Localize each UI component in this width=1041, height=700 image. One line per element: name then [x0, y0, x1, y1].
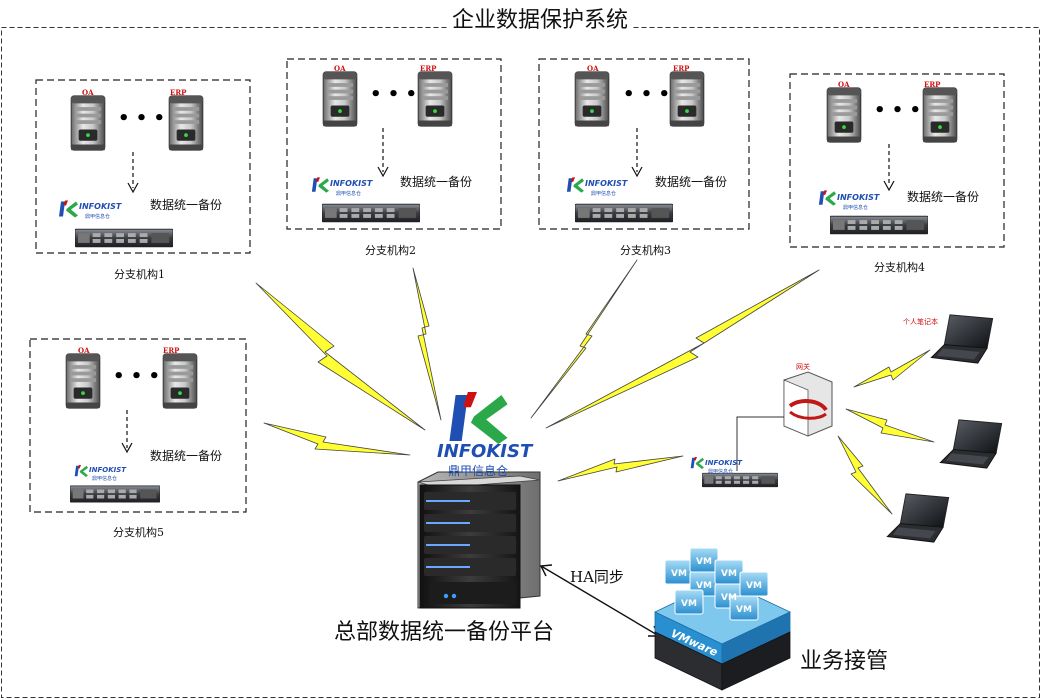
branch-4-ellipsis: • • •	[874, 100, 922, 121]
hq-brand-cn: 鼎甲信息仓	[448, 464, 509, 478]
branch-4-app-left: OA	[838, 80, 850, 89]
branch-1-ellipsis: • • •	[118, 108, 166, 129]
branch-4-app-right: ERP	[924, 80, 941, 89]
branch-2-brand-cn: 鼎甲信息仓	[336, 191, 362, 197]
lightning-links	[255, 259, 935, 515]
lightning-laptop-3	[837, 435, 893, 515]
branch-3-brand: INFOKIST	[585, 179, 628, 188]
lightning-branch-1	[255, 282, 426, 431]
vm-tile-label: VM	[696, 557, 712, 567]
hq-logo-icon	[449, 392, 508, 444]
branch-box-2	[286, 58, 502, 230]
hq-brand: INFOKIST	[437, 441, 533, 462]
branch-2-app-right: ERP	[420, 64, 437, 73]
lightning-branch-2	[412, 267, 442, 421]
remote-brand-cn: 鼎甲信息仓	[708, 469, 734, 475]
branch-5-app-left: OA	[78, 346, 90, 355]
branch-5-brand-cn: 鼎甲信息仓	[92, 476, 118, 482]
branch-3-brand-cn: 鼎甲信息仓	[591, 191, 617, 197]
laptop-icon-1	[930, 314, 994, 364]
gateway-link	[736, 416, 784, 471]
outer-border	[1, 27, 1040, 698]
vm-tile-label: VM	[746, 581, 762, 591]
ha-sync-label: HA同步	[570, 568, 624, 586]
branch-5-label: 分支机构5	[113, 526, 164, 539]
branch-5-app-right: ERP	[163, 346, 180, 355]
remote-brand: INFOKIST	[705, 459, 743, 467]
branch-2-app-left: OA	[334, 64, 346, 73]
branch-box-4	[789, 73, 1005, 248]
branch-1-backup-label: 数据统一备份	[150, 198, 223, 212]
lightning-laptop-1	[853, 349, 931, 388]
branch-3-backup-label: 数据统一备份	[655, 175, 728, 189]
branch-3-app-right: ERP	[673, 64, 690, 73]
gateway-label: 网关	[796, 363, 810, 371]
vm-tile-label: VM	[721, 569, 737, 579]
branch-2-brand: INFOKIST	[330, 179, 373, 188]
laptop-label: 个人笔记本	[903, 318, 938, 326]
vmware-stack-icon: VM VM VM VM VM VM VM VM VMware	[654, 547, 791, 691]
branch-box-3	[538, 58, 750, 230]
branch-5-ellipsis: • • •	[113, 366, 161, 387]
vm-tile-label: VM	[681, 599, 697, 609]
hq-label: 总部数据统一备份平台	[334, 620, 555, 645]
branch-4-label: 分支机构4	[874, 261, 925, 274]
branch-1-app-left: OA	[82, 88, 94, 97]
laptop-icon-2	[939, 419, 1003, 469]
lightning-laptop-2	[845, 408, 935, 443]
gateway-icon	[783, 371, 833, 437]
branch-5-brand: INFOKIST	[89, 466, 127, 474]
vm-tile-label: VM	[671, 569, 687, 579]
branch-2-label: 分支机构2	[365, 244, 416, 257]
branch-arrows	[121, 128, 895, 454]
branch-1-brand-cn: 鼎甲信息仓	[85, 214, 111, 220]
branch-2-backup-label: 数据统一备份	[400, 175, 473, 189]
vm-tile-label: VM	[736, 605, 752, 615]
branch-4-brand: INFOKIST	[837, 193, 880, 202]
lightning-branch-4	[545, 269, 820, 429]
lightning-branch-3	[530, 259, 638, 419]
branch-box-1	[35, 79, 251, 254]
vm-tile-label: VM	[696, 581, 712, 591]
branch-3-app-left: OA	[587, 64, 599, 73]
lightning-branch-5	[263, 422, 411, 456]
vm-tile-label: VM	[721, 593, 737, 603]
branch-2-ellipsis: • • •	[370, 84, 418, 105]
branch-1-label: 分支机构1	[114, 268, 165, 281]
branch-1-app-right: ERP	[170, 88, 187, 97]
hq-server-icon	[417, 471, 541, 609]
branch-4-brand-cn: 鼎甲信息仓	[843, 205, 869, 211]
remote-rack-server-icon	[702, 472, 778, 488]
branch-3-ellipsis: • • •	[623, 84, 671, 105]
branch-box-5	[29, 338, 247, 513]
diagram-title: 企业数据保护系统	[448, 2, 633, 34]
branch-1-brand: INFOKIST	[79, 202, 122, 211]
branch-5-backup-label: 数据统一备份	[150, 449, 223, 463]
branch-3-label: 分支机构3	[620, 244, 671, 257]
lightning-remote	[557, 455, 684, 482]
laptop-icon-3	[886, 493, 950, 543]
branch-4-backup-label: 数据统一备份	[907, 190, 980, 204]
takeover-label: 业务接管	[800, 649, 889, 674]
